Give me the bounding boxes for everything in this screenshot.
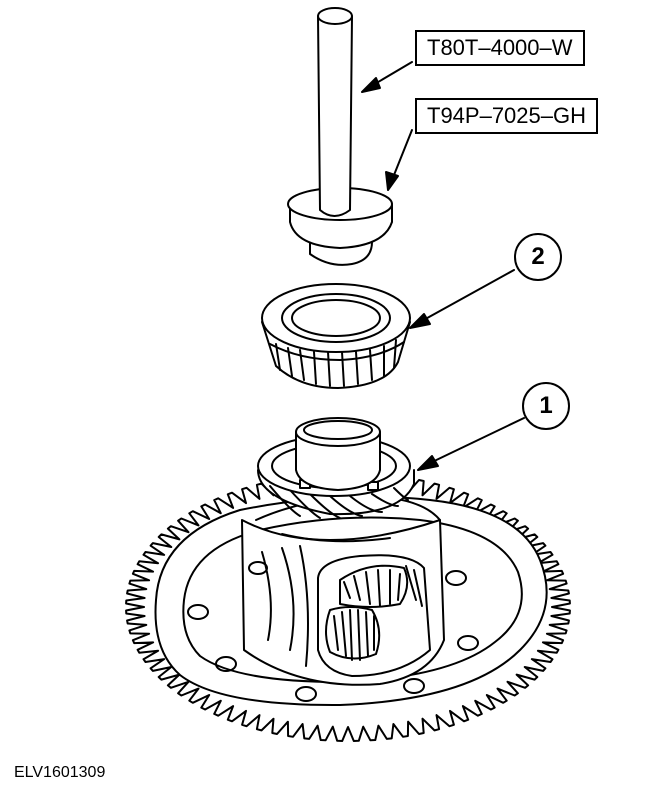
ring-gear-flange (182, 516, 523, 683)
item-1-bearing-cone (257, 417, 415, 519)
ring-gear-bolt-holes (187, 570, 479, 702)
tool-label-driver-handle: T80T–4000–W (415, 30, 585, 66)
driver-handle (317, 7, 353, 217)
figure-id: ELV1601309 (14, 764, 106, 781)
leader-arrows (361, 61, 525, 471)
callout-item-2: 2 (514, 233, 562, 281)
differential-pinion-gears (325, 564, 423, 661)
item-2-bearing-cone (261, 283, 411, 389)
tool-label-installer-adapter: T94P–7025–GH (415, 98, 598, 134)
callout-item-1: 1 (522, 382, 570, 430)
